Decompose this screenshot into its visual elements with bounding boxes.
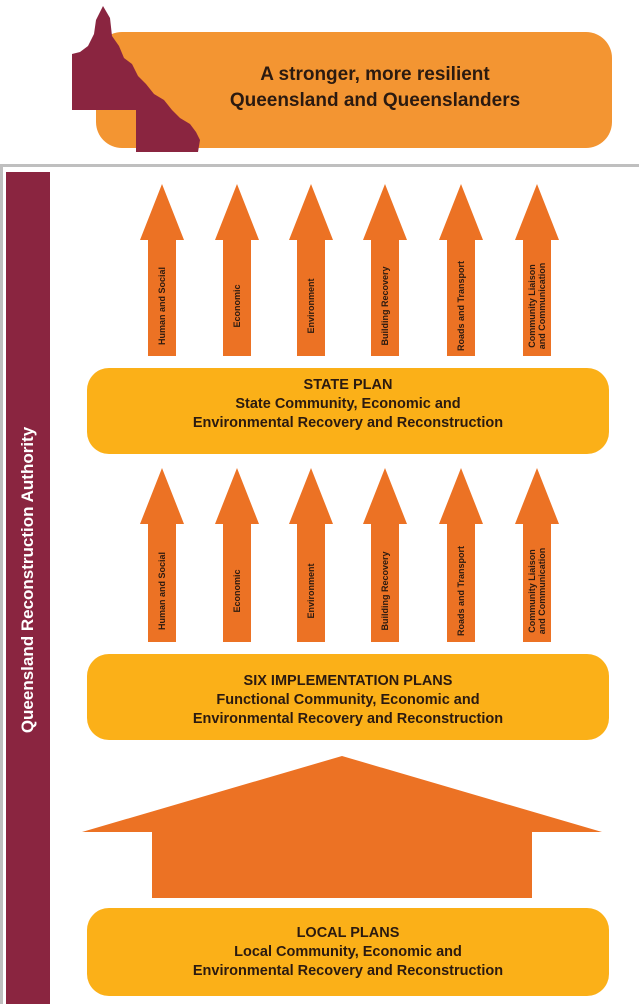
outcome-line-2: Queensland and Queenslanders <box>229 90 521 111</box>
lower-arrow-label-2: Economic <box>232 569 242 612</box>
lower-arrow-label-3: Environment <box>306 563 316 618</box>
state-plan-line-2: Environmental Recovery and Reconstructio… <box>192 415 504 431</box>
lower-arrow-2 <box>215 468 259 642</box>
outcome-line-1: A stronger, more resilient <box>260 64 490 85</box>
local-plans-line-2: Environmental Recovery and Reconstructio… <box>192 963 504 979</box>
upper-arrow-4 <box>363 184 407 356</box>
lower-arrow-6 <box>515 468 559 642</box>
implementation-plans-line-1: Functional Community, Economic and <box>216 692 480 708</box>
local-plans-line-1: Local Community, Economic and <box>234 944 462 960</box>
upper-arrow-label-6: Community Liaisonand Communication <box>527 263 547 350</box>
lower-arrow-5 <box>439 468 483 642</box>
implementation-plans-line-2: Environmental Recovery and Reconstructio… <box>192 711 504 727</box>
lower-arrow-3 <box>289 468 333 642</box>
lower-arrow-label-6: Community Liaisonand Communication <box>527 548 547 635</box>
outcome-text: A stronger, more resilient Queensland an… <box>170 62 580 114</box>
upper-arrow-label-4: Building Recovery <box>380 266 390 345</box>
implementation-plans-title: SIX IMPLEMENTATION PLANS <box>243 673 453 689</box>
upper-arrow-label-5: Roads and Transport <box>456 261 466 351</box>
state-plan-title: STATE PLAN <box>303 377 393 393</box>
lower-arrow-label-1: Human and Social <box>157 552 167 630</box>
upper-arrow-label-3: Environment <box>306 278 316 333</box>
state-plan-line-1: State Community, Economic and <box>235 396 461 412</box>
upper-arrow-label-1: Human and Social <box>157 267 167 345</box>
authority-bar <box>6 172 50 1004</box>
queensland-map-icon <box>72 6 200 152</box>
lower-arrow-1 <box>140 468 184 642</box>
state-plan-box: STATE PLAN State Community, Economic and… <box>87 368 609 454</box>
upper-arrow-label-2: Economic <box>232 284 242 327</box>
local-plans-title: LOCAL PLANS <box>296 925 400 941</box>
upper-arrow-5 <box>439 184 483 356</box>
lower-arrow-label-4: Building Recovery <box>380 551 390 630</box>
upper-arrow-3 <box>289 184 333 356</box>
implementation-plans-box: SIX IMPLEMENTATION PLANS Functional Comm… <box>87 654 609 740</box>
local-plans-box: LOCAL PLANS Local Community, Economic an… <box>87 908 609 996</box>
lower-arrow-label-5: Roads and Transport <box>456 546 466 636</box>
upper-arrow-6 <box>515 184 559 356</box>
local-to-implementation-arrow <box>82 756 602 898</box>
upper-arrow-1 <box>140 184 184 356</box>
lower-arrow-4 <box>363 468 407 642</box>
upper-arrow-2 <box>215 184 259 356</box>
